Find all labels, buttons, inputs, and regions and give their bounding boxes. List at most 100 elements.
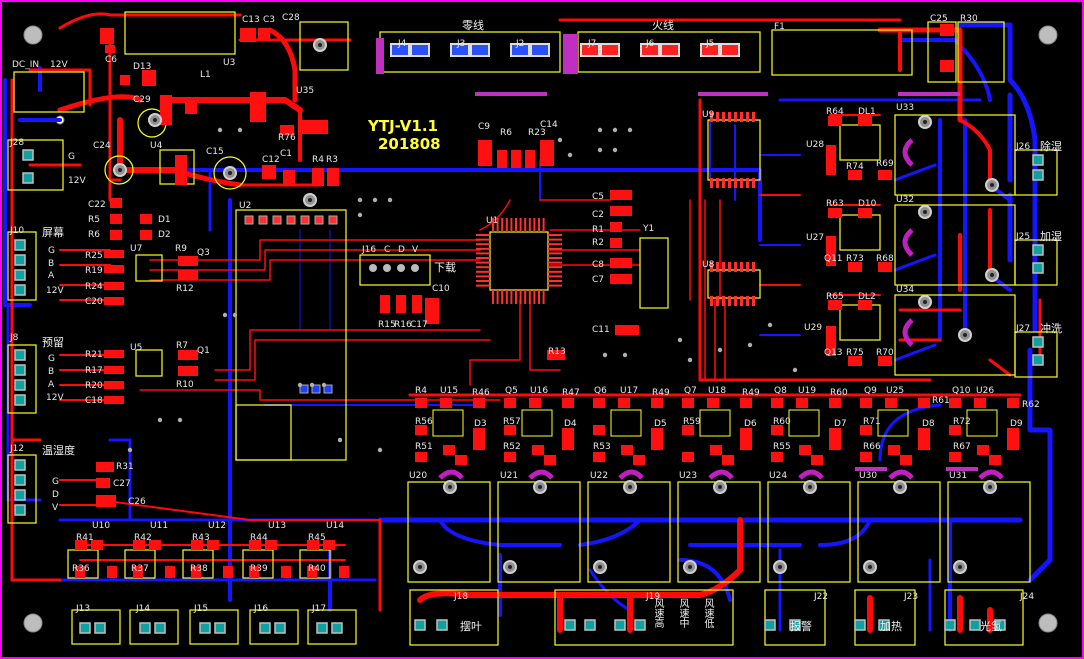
via: [297, 382, 303, 388]
connector-pad: [436, 619, 448, 631]
via: [232, 312, 238, 318]
mcu-pin: [496, 290, 499, 304]
smd-part: [610, 206, 632, 216]
heat-label: 加热: [880, 620, 902, 633]
smd-part: [258, 28, 270, 40]
smd-part: [918, 398, 930, 408]
smd-part: [504, 425, 516, 435]
connector-pad: [634, 619, 646, 631]
header-pin: [369, 264, 377, 272]
mcu-pin: [519, 290, 522, 304]
mcu-pin: [548, 238, 562, 241]
connector-pad: [854, 619, 866, 631]
drill-hole: [923, 120, 927, 124]
smd-part: [443, 445, 455, 455]
smd-part: [412, 295, 422, 313]
via: [687, 357, 693, 363]
terminal-pad: [510, 43, 530, 57]
ic-pin: [746, 262, 749, 272]
connector-pad: [14, 459, 26, 471]
mcu-pin: [492, 218, 494, 232]
smd-part: [858, 208, 872, 218]
ic-pin: [710, 178, 713, 188]
terminal-pad: [640, 43, 660, 57]
ic-pin: [722, 262, 725, 272]
smd-part: [223, 566, 233, 578]
smd-part: [544, 455, 556, 465]
connector-pad: [331, 622, 343, 634]
smd-part: [949, 452, 961, 462]
drill-hole: [598, 565, 602, 569]
mcu-pin: [476, 284, 490, 287]
fan-high-label: 风速高: [652, 598, 663, 628]
header-pin: [383, 264, 391, 272]
temp-hum-label: 温湿度: [42, 444, 75, 457]
smd-part: [185, 100, 197, 114]
drill-hole: [628, 485, 632, 489]
smd-part: [610, 274, 632, 284]
connector-pad: [994, 619, 1006, 631]
mcu-pin: [519, 218, 522, 232]
terminal-pad: [720, 43, 740, 57]
mcu-pin: [492, 290, 494, 304]
smd-parts: [75, 24, 1019, 578]
smd-part: [75, 540, 87, 550]
terminal-pad: [600, 43, 620, 57]
smd-part: [265, 540, 277, 550]
mcu-pin: [533, 290, 536, 304]
mcu-pin: [510, 218, 513, 232]
zero-line-label: 零线: [462, 19, 484, 32]
smd-part: [281, 566, 291, 578]
smd-part: [178, 350, 198, 360]
connector-pad: [199, 622, 211, 634]
smd-part: [610, 258, 632, 268]
smd-part: [799, 445, 811, 455]
connector-pad: [564, 619, 576, 631]
humidify-label: 加湿: [1040, 230, 1062, 243]
via: [747, 342, 753, 348]
smd-part: [651, 398, 663, 408]
connector-pad: [259, 622, 271, 634]
smd-part: [339, 566, 349, 578]
ic-pin: [716, 112, 719, 122]
smd-part: [497, 150, 507, 168]
ic-pin: [722, 296, 725, 306]
smd-part: [440, 398, 452, 408]
mcu-pin: [515, 218, 517, 232]
connector-pad: [1032, 154, 1044, 166]
j12-outline: [7, 454, 37, 524]
via: [557, 137, 563, 143]
via: [622, 352, 628, 358]
via: [377, 447, 383, 453]
drill-hole: [118, 168, 122, 172]
drill-hole: [228, 171, 232, 175]
light-label: 光氢: [980, 620, 1002, 633]
connector-pad: [14, 284, 26, 296]
drill-hole: [308, 198, 312, 202]
smd-part: [105, 45, 115, 53]
terminal-pad: [700, 43, 720, 57]
ic-pin: [752, 112, 755, 122]
smd-part: [96, 478, 110, 488]
smd-part: [149, 540, 161, 550]
via: [127, 447, 133, 453]
mcu-pin: [496, 218, 499, 232]
smd-part: [547, 350, 565, 360]
via: [387, 197, 393, 203]
smd-part: [829, 428, 841, 450]
mcu-pin: [476, 234, 490, 236]
smd-part: [858, 300, 872, 310]
connector-pad: [878, 619, 890, 631]
smd-part: [473, 398, 485, 408]
connector-pad: [274, 622, 286, 634]
drill-hole: [153, 118, 157, 122]
drill-hole: [990, 183, 994, 187]
smd-part: [107, 566, 117, 578]
ic-pin: [734, 296, 737, 306]
terminal-pad: [450, 43, 470, 57]
smd-part: [140, 214, 152, 224]
via: [677, 337, 683, 343]
ic-pin: [740, 262, 743, 272]
smd-part: [104, 297, 124, 305]
smd-part: [280, 125, 294, 135]
